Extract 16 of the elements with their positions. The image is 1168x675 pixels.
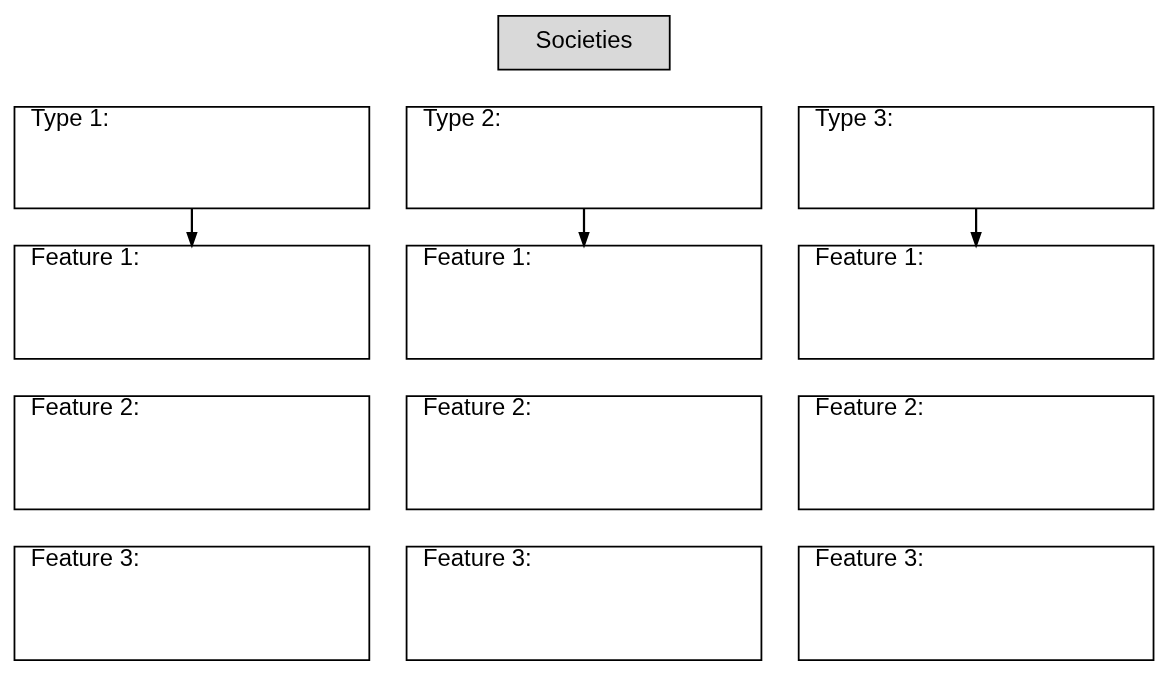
arrow <box>186 208 198 249</box>
node-box: Societies <box>497 14 671 71</box>
node-box: Feature 2: <box>13 394 371 510</box>
node-box: Feature 1: <box>13 244 371 360</box>
node-box: Type 1: <box>13 105 371 209</box>
node-box: Feature 3: <box>13 545 371 661</box>
node-box: Feature 3: <box>405 545 763 661</box>
node-box: Type 2: <box>405 105 763 209</box>
arrow <box>578 208 590 249</box>
node-box: Feature 1: <box>797 244 1155 360</box>
node-box: Feature 3: <box>797 545 1155 661</box>
arrow <box>970 208 982 249</box>
node-box: Feature 2: <box>405 394 763 510</box>
node-box: Type 3: <box>797 105 1155 209</box>
node-box: Feature 2: <box>797 394 1155 510</box>
node-box: Feature 1: <box>405 244 763 360</box>
